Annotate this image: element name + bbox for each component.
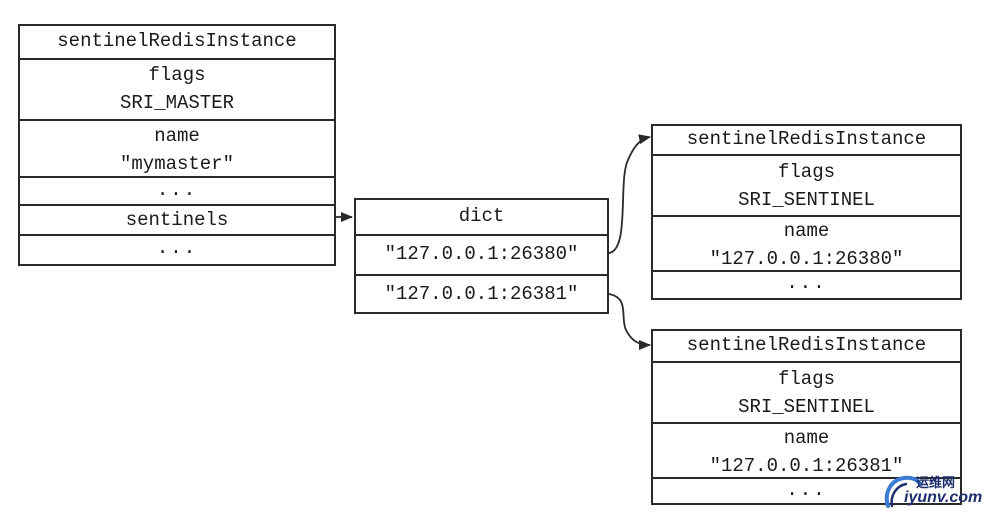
sentinel-2-flags-label: flags bbox=[777, 368, 835, 390]
sentinel-2-title-row: sentinelRedisInstance bbox=[653, 331, 960, 361]
watermark-bottom-text: iyunv.com bbox=[904, 489, 983, 506]
sentinel-1-title-row: sentinelRedisInstance bbox=[653, 126, 960, 154]
dict-key-2: "127.0.0.1:26381" bbox=[384, 283, 579, 305]
master-name-row: name "mymaster" bbox=[20, 119, 334, 176]
sentinel-2-title: sentinelRedisInstance bbox=[686, 334, 927, 356]
sentinel-1-flags-value: SRI_SENTINEL bbox=[738, 189, 875, 211]
sentinel-2-box: sentinelRedisInstance flags SRI_SENTINEL… bbox=[651, 329, 962, 505]
sentinel-1-title: sentinelRedisInstance bbox=[686, 128, 927, 150]
dict-title: dict bbox=[458, 205, 505, 227]
dict-title-row: dict bbox=[356, 200, 607, 234]
master-flags-value: SRI_MASTER bbox=[119, 92, 235, 114]
sentinel-1-ellipsis-row: ... bbox=[653, 270, 960, 298]
sentinel-2-name-label: name bbox=[783, 427, 830, 449]
sentinel-1-name-row: name "127.0.0.1:26380" bbox=[653, 215, 960, 270]
sentinel-1-name-value: "127.0.0.1:26380" bbox=[709, 248, 904, 270]
sentinel-2-ellipsis-row: ... bbox=[653, 477, 960, 503]
master-title: sentinelRedisInstance bbox=[57, 30, 297, 52]
master-ellipsis-row-2: ... bbox=[20, 234, 334, 264]
sentinel-2-name-value: "127.0.0.1:26381" bbox=[709, 455, 904, 477]
sentinel-1-flags-label: flags bbox=[777, 161, 835, 183]
dict-key-row-2: "127.0.0.1:26381" bbox=[356, 274, 607, 314]
master-ellipsis-row-1: ... bbox=[20, 176, 334, 204]
master-ellipsis-2: ... bbox=[156, 237, 198, 259]
watermark: 运维网 iyunv.com bbox=[880, 470, 983, 512]
sentinel-2-flags-row: flags SRI_SENTINEL bbox=[653, 361, 960, 422]
master-title-row: sentinelRedisInstance bbox=[20, 26, 334, 58]
arrow-key1-to-sentinel1 bbox=[608, 134, 651, 254]
master-flags-label: flags bbox=[148, 64, 206, 86]
master-sentinels-label: sentinels bbox=[125, 209, 229, 231]
sentinel-2-ellipsis: ... bbox=[786, 479, 827, 501]
master-name-value: "mymaster" bbox=[119, 153, 235, 175]
arrow-key2-to-sentinel2 bbox=[608, 293, 651, 350]
dict-key-1: "127.0.0.1:26380" bbox=[384, 243, 579, 265]
dict-key-row-1: "127.0.0.1:26380" bbox=[356, 234, 607, 274]
sentinel-2-name-row: name "127.0.0.1:26381" bbox=[653, 422, 960, 477]
master-flags-row: flags SRI_MASTER bbox=[20, 58, 334, 119]
watermark-swoosh-icon bbox=[884, 475, 922, 508]
sentinel-1-box: sentinelRedisInstance flags SRI_SENTINEL… bbox=[651, 124, 962, 300]
dict-box: dict "127.0.0.1:26380" "127.0.0.1:26381" bbox=[354, 198, 609, 314]
master-sentinels-row: sentinels bbox=[20, 204, 334, 234]
master-instance-box: sentinelRedisInstance flags SRI_MASTER n… bbox=[18, 24, 336, 266]
sentinel-1-flags-row: flags SRI_SENTINEL bbox=[653, 154, 960, 215]
sentinel-1-ellipsis: ... bbox=[786, 272, 827, 294]
master-ellipsis-1: ... bbox=[156, 179, 198, 201]
master-name-label: name bbox=[154, 125, 200, 147]
watermark-top-text: 运维网 bbox=[916, 476, 956, 491]
sentinel-2-flags-value: SRI_SENTINEL bbox=[738, 396, 875, 418]
sentinel-1-name-label: name bbox=[783, 220, 830, 242]
